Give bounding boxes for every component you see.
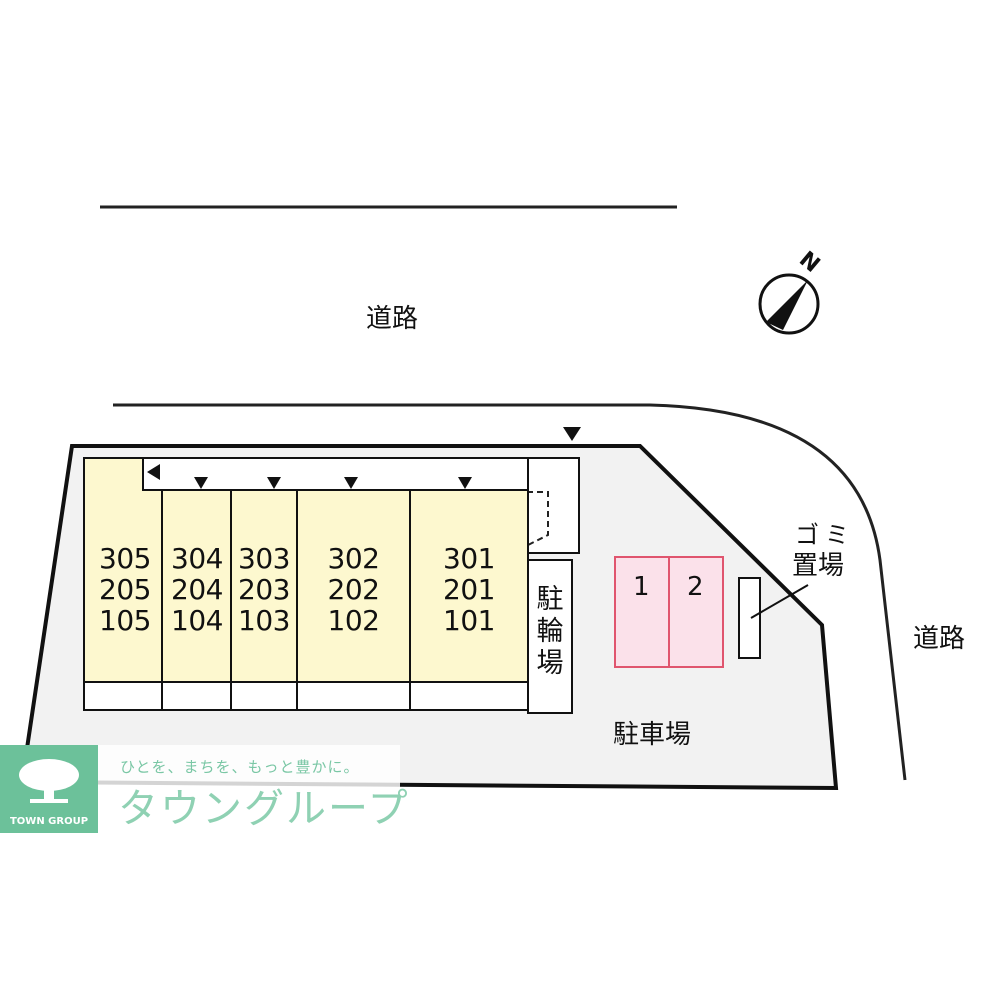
- logo-badge-text: TOWN GROUP: [9, 816, 89, 827]
- unit-column-1: 305 205 105: [99, 542, 151, 637]
- logo-brand: タウングループ: [118, 786, 410, 832]
- garbage-label-line1: ゴミ: [795, 521, 855, 549]
- unit-column-2: 304 204 104: [171, 542, 223, 637]
- entrance-arrow-icon: [147, 464, 160, 480]
- entrance-arrow-icon: [267, 477, 281, 489]
- garbage-area: [738, 577, 761, 659]
- logo-tagline: ひとを、まちを、もっと豊かに。: [120, 758, 360, 776]
- stairs-dashed: [527, 491, 549, 546]
- bicycle-parking-label: 駐 輪 場: [536, 584, 564, 679]
- entrance-arrow-icon: [344, 477, 358, 489]
- tree-icon: [19, 759, 79, 803]
- parking-slot-1: 1: [633, 572, 650, 602]
- garbage-leader-line: [750, 584, 809, 619]
- parking-label: 駐車場: [613, 720, 692, 750]
- stair-area: [527, 457, 580, 554]
- road-label-east: 道路: [913, 624, 966, 654]
- entrance-arrow-icon: [563, 427, 581, 441]
- balconies: [83, 681, 529, 711]
- north-arrow-icon: [758, 273, 820, 335]
- unit-column-5: 301 201 101: [443, 542, 495, 637]
- parking-slot-2: 2: [687, 572, 704, 602]
- town-group-logo: TOWN GROUP: [0, 745, 98, 833]
- road-edge-curve: [113, 403, 907, 781]
- entrance-arrow-icon: [194, 477, 208, 489]
- garbage-label-line2: 置場: [792, 551, 845, 581]
- unit-column-4: 302 202 102: [327, 542, 380, 637]
- logo-band: [98, 745, 400, 833]
- road-label-north: 道路: [366, 304, 419, 334]
- unit-column-3: 303 203 103: [238, 542, 290, 637]
- entrance-arrow-icon: [458, 477, 472, 489]
- bicycle-parking: [527, 559, 573, 714]
- corridor: [142, 457, 580, 491]
